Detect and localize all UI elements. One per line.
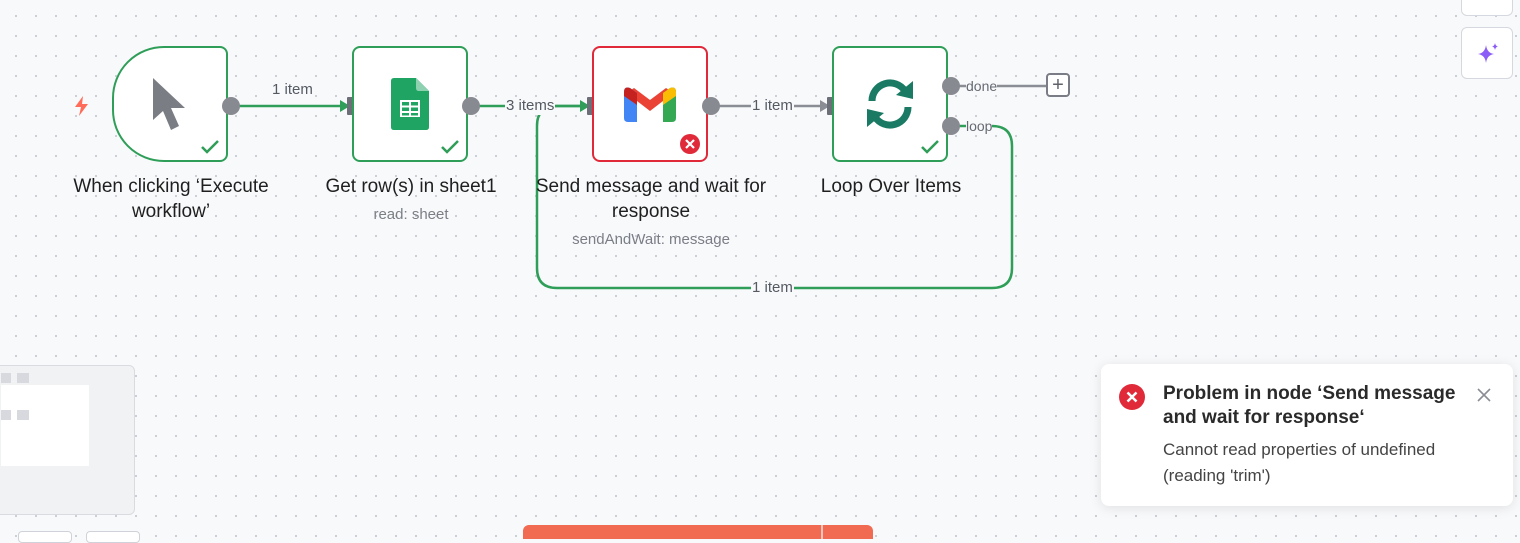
error-icon bbox=[1119, 384, 1145, 410]
sheet-input-handle[interactable] bbox=[347, 97, 356, 115]
minimap[interactable] bbox=[0, 365, 135, 515]
sheet-title: Get row(s) in sheet1 bbox=[325, 176, 497, 197]
loop-input-handle[interactable] bbox=[827, 97, 836, 115]
gmail-title: Send message and wait for response bbox=[535, 176, 767, 222]
loop-loop-handle[interactable] bbox=[942, 117, 960, 135]
minimap-node bbox=[1, 373, 11, 383]
trigger-output-handle[interactable] bbox=[222, 97, 240, 115]
success-check-icon bbox=[201, 140, 219, 154]
error-toast: Problem in node ‘Send message and wait f… bbox=[1101, 364, 1513, 506]
sheet-subtitle: read: sheet bbox=[373, 206, 449, 223]
minimap-node bbox=[17, 410, 29, 420]
error-badge-icon bbox=[680, 134, 700, 154]
loop-done-handle[interactable] bbox=[942, 77, 960, 95]
button-divider bbox=[821, 525, 823, 539]
gmail-input-handle[interactable] bbox=[587, 97, 596, 115]
toast-message: Cannot read properties of undefined (rea… bbox=[1163, 440, 1436, 485]
edge-label-gmail-loop: 1 item bbox=[751, 97, 794, 115]
edge-arrow bbox=[820, 100, 830, 112]
output-label-loop: loop bbox=[966, 118, 993, 134]
node-manual-trigger[interactable] bbox=[112, 46, 228, 162]
gmail-subtitle: sendAndWait: message bbox=[572, 231, 730, 248]
zoom-control-button[interactable] bbox=[1461, 0, 1513, 16]
output-label-done: done bbox=[966, 78, 998, 94]
ai-assistant-button[interactable] bbox=[1461, 27, 1513, 79]
gmail-output-handle[interactable] bbox=[702, 97, 720, 115]
edge-arrow bbox=[340, 100, 350, 112]
trigger-title: When clicking ‘Execute workflow’ bbox=[73, 176, 269, 222]
loop-title: Loop Over Items bbox=[820, 176, 962, 197]
cursor-icon bbox=[153, 78, 185, 130]
node-gmail[interactable] bbox=[592, 46, 708, 162]
edge-arrow bbox=[580, 100, 590, 112]
gmail-icon bbox=[624, 87, 676, 122]
success-check-icon bbox=[921, 140, 939, 154]
trigger-bolt-icon bbox=[75, 96, 88, 116]
edge-label-trigger-sheet: 1 item bbox=[271, 81, 314, 99]
success-check-icon bbox=[441, 140, 459, 154]
minimap-viewport bbox=[1, 385, 89, 466]
loop-icon bbox=[867, 79, 913, 129]
zoom-in-button[interactable] bbox=[86, 531, 140, 543]
edge-label-sheet-gmail: 3 items bbox=[505, 97, 556, 115]
minimap-node bbox=[1, 410, 11, 420]
toast-title: Problem in node ‘Send message and wait f… bbox=[1163, 383, 1456, 428]
node-loop-over-items[interactable] bbox=[832, 46, 948, 162]
google-sheets-icon bbox=[391, 78, 429, 130]
execute-workflow-button[interactable] bbox=[523, 525, 873, 539]
minimap-node bbox=[17, 373, 29, 383]
zoom-to-fit-button[interactable] bbox=[18, 531, 72, 543]
edge-label-loop-back: 1 item bbox=[751, 279, 794, 297]
node-google-sheets[interactable] bbox=[352, 46, 468, 162]
close-icon[interactable] bbox=[1475, 386, 1493, 404]
sheet-output-handle[interactable] bbox=[462, 97, 480, 115]
sparkle-icon bbox=[1478, 43, 1498, 63]
add-node-button[interactable]: + bbox=[1046, 73, 1070, 97]
